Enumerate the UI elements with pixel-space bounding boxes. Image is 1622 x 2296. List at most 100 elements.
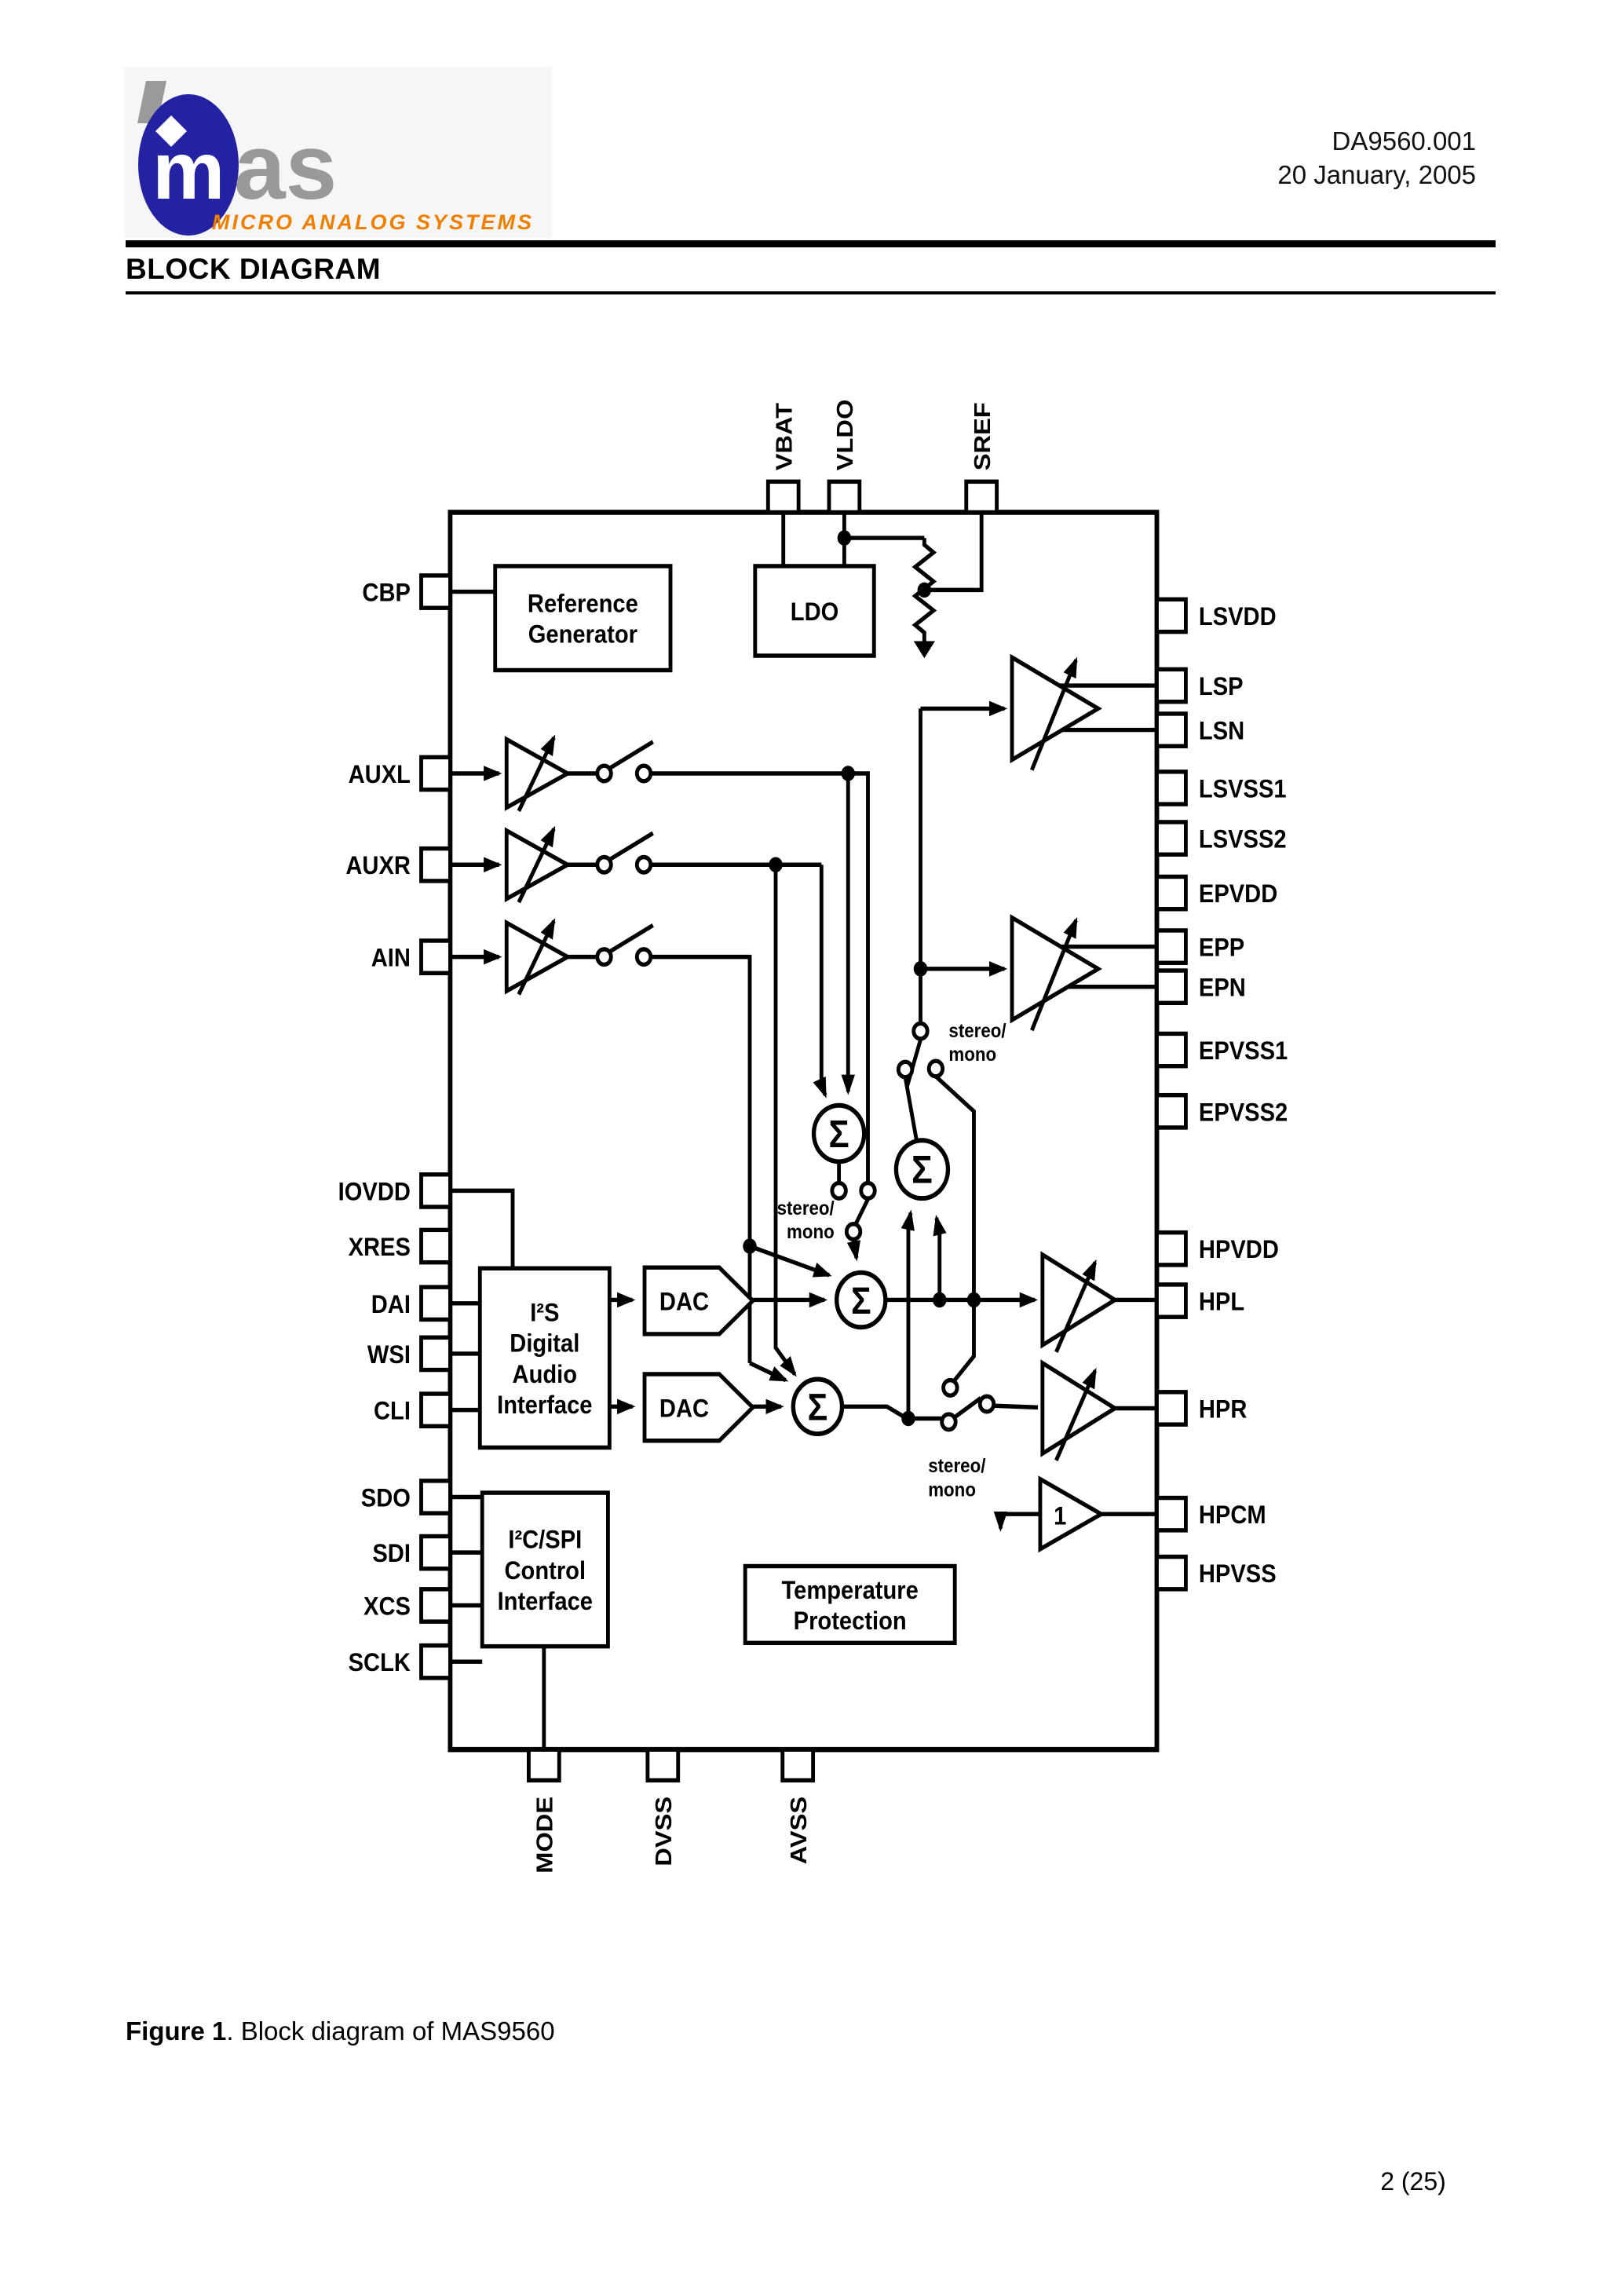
logo-letter-m: m bbox=[152, 126, 225, 217]
wire bbox=[903, 1077, 919, 1142]
label: EPP bbox=[1199, 933, 1244, 962]
stereo-mono-label: mono bbox=[928, 1479, 976, 1501]
sum-node: Σ bbox=[791, 1377, 845, 1437]
junction-dot bbox=[913, 961, 928, 977]
wire bbox=[1030, 656, 1078, 771]
label: HPCM bbox=[1199, 1501, 1266, 1530]
figure-caption: Figure 1. Block diagram of MAS9560 bbox=[126, 2016, 555, 2046]
junction-dot bbox=[966, 1292, 981, 1308]
page-number: 2 (25) bbox=[1380, 2167, 1446, 2195]
dac-block: DAC bbox=[642, 1372, 756, 1443]
label: AVSS bbox=[785, 1797, 811, 1864]
wire bbox=[608, 831, 654, 862]
label: HPVSS bbox=[1199, 1559, 1277, 1589]
label: LSVDD bbox=[1199, 601, 1277, 631]
switch-contact bbox=[634, 763, 653, 784]
pin-hpr: HPR bbox=[1155, 1390, 1247, 1427]
pin-ain: AIN bbox=[371, 938, 452, 975]
wire bbox=[934, 1074, 976, 1384]
junction-dot bbox=[837, 530, 852, 546]
sum-node: Σ bbox=[811, 1102, 867, 1164]
header-rule-thin bbox=[126, 291, 1496, 294]
label: CBP bbox=[362, 578, 410, 607]
logo-diamond bbox=[155, 115, 187, 147]
pin-lsvdd: LSVDD bbox=[1155, 597, 1277, 634]
pin-dai: DAI bbox=[371, 1285, 452, 1322]
ldo-block: LDO bbox=[753, 564, 876, 658]
wire bbox=[842, 1404, 942, 1421]
wire bbox=[650, 771, 870, 1183]
pin-xres: XRES bbox=[349, 1227, 452, 1265]
label: VLDO bbox=[832, 400, 858, 471]
wire bbox=[904, 1039, 922, 1088]
section-title: BLOCK DIAGRAM bbox=[126, 253, 382, 285]
header-rule-thick bbox=[126, 240, 1496, 247]
pin-sref: SREF bbox=[964, 402, 999, 515]
switch-contact bbox=[940, 1412, 958, 1432]
pin-sclk: SCLK bbox=[349, 1643, 452, 1680]
logo-tagline: MICRO ANALOG SYSTEMS bbox=[212, 210, 534, 234]
company-logo: m as MICRO ANALOG SYSTEMS bbox=[124, 67, 552, 243]
pin-vldo: VLDO bbox=[827, 400, 862, 515]
label: SDI bbox=[372, 1539, 411, 1568]
pin-sdi: SDI bbox=[372, 1534, 452, 1571]
label: XCS bbox=[363, 1592, 411, 1621]
ground-symbol bbox=[913, 641, 935, 659]
label: AUXR bbox=[345, 851, 411, 880]
label: HPR bbox=[1199, 1395, 1247, 1424]
stereo-mono-label: stereo/ bbox=[928, 1456, 986, 1477]
label: XRES bbox=[349, 1232, 411, 1261]
stereo-mono-label: stereo/ bbox=[777, 1198, 835, 1219]
pin-auxr: AUXR bbox=[345, 846, 452, 883]
junction-dot bbox=[901, 1410, 915, 1427]
stereo-mono-label: stereo/ bbox=[948, 1021, 1006, 1042]
hpcm-buffer bbox=[1038, 1475, 1105, 1553]
buffer-gain-label: 1 bbox=[1054, 1501, 1066, 1530]
pin-vbat: VBAT bbox=[765, 403, 801, 515]
wire bbox=[1030, 916, 1078, 1032]
label: LSVSS2 bbox=[1199, 824, 1287, 854]
pin-epvdd: EPVDD bbox=[1155, 874, 1277, 912]
wire bbox=[517, 734, 556, 813]
switch-contact bbox=[926, 1058, 945, 1079]
label: SCLK bbox=[349, 1648, 411, 1677]
document-date: 20 January, 2005 bbox=[1277, 160, 1476, 189]
label: Digital bbox=[510, 1329, 579, 1358]
label: SREF bbox=[969, 402, 995, 470]
label: Control bbox=[505, 1556, 586, 1585]
label: Σ bbox=[828, 1113, 849, 1156]
label: I²C/SPI bbox=[508, 1525, 582, 1554]
label: DAC bbox=[659, 1394, 709, 1423]
wire bbox=[517, 825, 556, 904]
wire bbox=[853, 1197, 870, 1226]
label: DVSS bbox=[651, 1797, 677, 1866]
wire bbox=[608, 740, 654, 770]
wire bbox=[1054, 1367, 1098, 1461]
label: Σ bbox=[808, 1386, 828, 1428]
wire bbox=[813, 865, 827, 1099]
wire bbox=[952, 1396, 982, 1420]
pin-hpcm: HPCM bbox=[1155, 1495, 1266, 1533]
pin-hpvss: HPVSS bbox=[1155, 1554, 1277, 1592]
pin-iovdd: IOVDD bbox=[338, 1172, 452, 1209]
pin-xcs: XCS bbox=[363, 1587, 452, 1624]
pin-epn: EPN bbox=[1155, 968, 1246, 1006]
document-meta: DA9560.001 20 January, 2005 bbox=[926, 124, 1476, 192]
pin-hpvdd: HPVDD bbox=[1155, 1230, 1279, 1267]
switch-contact bbox=[634, 854, 653, 875]
junction-dot bbox=[769, 857, 783, 873]
wire bbox=[925, 512, 984, 593]
wire bbox=[993, 1403, 1039, 1410]
block-diagram-figure: ReferenceGeneratorLDOI²SDigitalAudioInte… bbox=[338, 400, 1288, 1874]
sum-node: Σ bbox=[835, 1270, 888, 1330]
pin-dvss: DVSS bbox=[645, 1747, 681, 1866]
pin-mode: MODE bbox=[526, 1747, 561, 1874]
document-number: DA9560.001 bbox=[1332, 126, 1476, 155]
switch-contact bbox=[595, 947, 613, 967]
pin-avss: AVSS bbox=[780, 1747, 816, 1864]
label: Interface bbox=[498, 1586, 593, 1615]
switch-contact bbox=[911, 1021, 930, 1041]
label: Reference bbox=[528, 589, 638, 618]
